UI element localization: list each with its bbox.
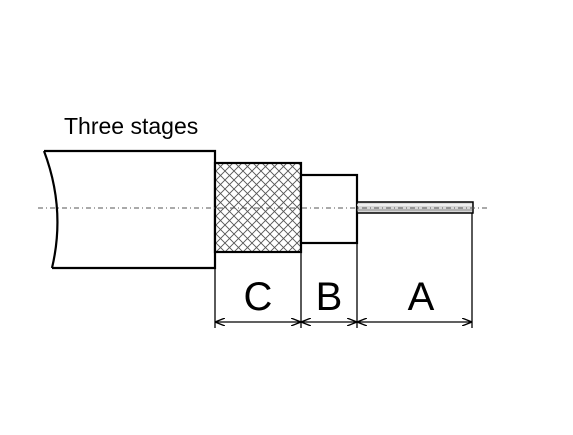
dielectric-insulation xyxy=(299,173,359,245)
dimension-label-c: C xyxy=(244,275,273,319)
extension-lines xyxy=(214,213,473,328)
diagram-title: Three stages xyxy=(64,113,198,139)
dimension-label-b: B xyxy=(316,275,343,319)
braid-shield xyxy=(213,161,303,254)
dimension-label-a: A xyxy=(408,275,435,319)
center-conductor xyxy=(356,201,474,214)
outer-jacket xyxy=(42,149,217,270)
